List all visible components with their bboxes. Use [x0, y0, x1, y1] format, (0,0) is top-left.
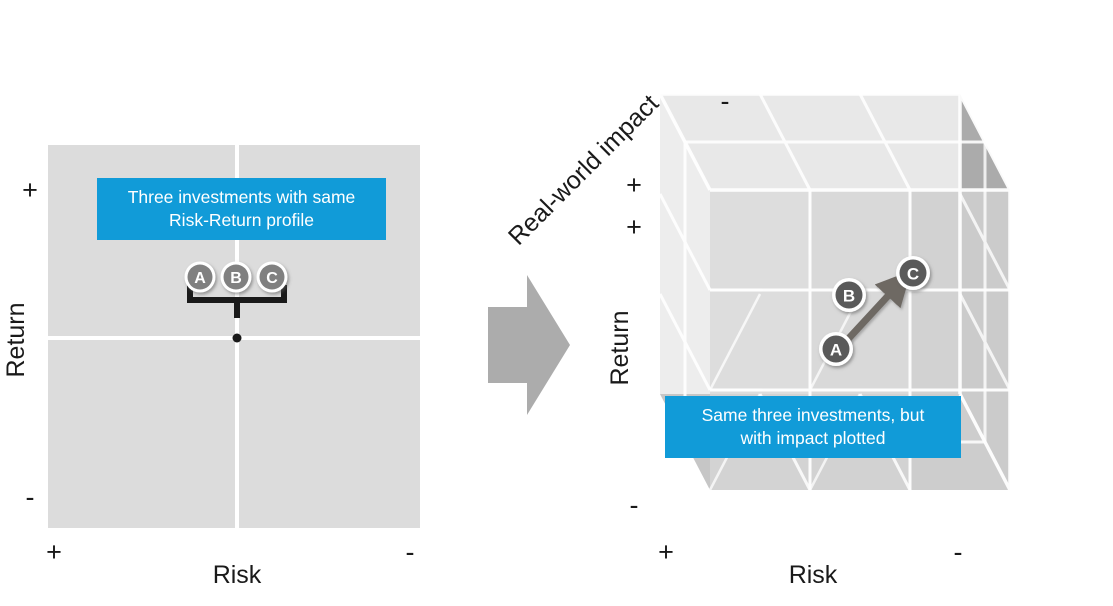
left-callout-background [97, 178, 386, 240]
transition-arrow-icon [488, 275, 570, 415]
right-risk-minus-sign: - [954, 537, 963, 567]
right-callout-box: Same three investments, but with impact … [665, 396, 961, 458]
right-callout-background [665, 396, 961, 458]
left-return-plus-sign: + [22, 175, 38, 205]
cube-outer-edges [658, 92, 1012, 491]
right-return-minus-sign: - [630, 490, 639, 520]
right-panel-3d-cube: A B C Same three investments, but with i… [503, 86, 1012, 589]
left-risk-minus-sign: - [406, 537, 415, 567]
impact-plus-sign: + [626, 170, 642, 200]
marker-B-3d[interactable]: B [832, 278, 866, 312]
left-return-axis-label: Return [2, 302, 30, 377]
marker-C-2d[interactable]: C [256, 261, 288, 293]
cube-right-grid [958, 142, 1012, 442]
left-callout-line2: Risk-Return profile [169, 210, 314, 230]
marker-B-2d[interactable]: B [220, 261, 252, 293]
left-risk-axis-label: Risk [213, 561, 262, 589]
right-callout-line2: with impact plotted [740, 428, 886, 448]
marker-C-2d-label: C [266, 270, 278, 287]
cube-left-grid [658, 142, 712, 442]
marker-B-3d-label: B [843, 287, 855, 306]
marker-C-3d-label: C [907, 265, 919, 284]
origin-dot [232, 333, 242, 343]
marker-C-3d[interactable]: C [896, 256, 930, 290]
marker-A-2d-label: A [194, 270, 206, 287]
right-return-plus-sign: + [626, 212, 642, 242]
marker-A-3d[interactable]: A [819, 332, 853, 366]
left-callout-box: Three investments with same Risk-Return … [97, 178, 386, 240]
cube-top-grid [685, 93, 985, 191]
right-risk-axis-label: Risk [789, 561, 838, 589]
marker-A-2d[interactable]: A [184, 261, 216, 293]
right-risk-plus-sign: + [658, 537, 674, 567]
left-callout-line1: Three investments with same [128, 187, 356, 207]
marker-A-3d-label: A [830, 341, 842, 360]
marker-B-2d-label: B [230, 270, 242, 287]
left-risk-plus-sign: + [46, 537, 62, 567]
right-callout-line1: Same three investments, but [702, 405, 925, 425]
left-return-minus-sign: - [26, 482, 35, 512]
right-return-axis-label: Return [606, 310, 634, 385]
impact-minus-sign: - [721, 86, 730, 116]
left-panel-2d-plot: Three investments with same Risk-Return … [2, 145, 420, 589]
grouping-bracket [187, 285, 287, 318]
